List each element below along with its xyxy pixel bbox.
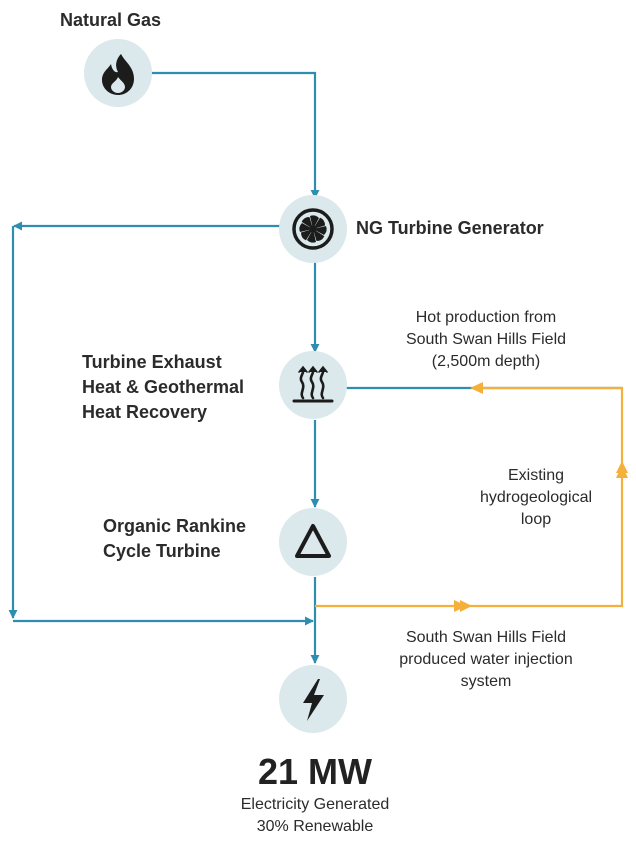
blue-flow-lines — [8, 71, 622, 664]
output-line-1: Electricity Generated — [240, 796, 390, 813]
output-line-2: 30% Renewable — [256, 818, 374, 835]
turbine-node — [279, 195, 347, 263]
lightning-bolt-icon — [303, 679, 324, 721]
heat-recovery-label: Turbine Exhaust Heat & Geothermal Heat R… — [82, 350, 244, 425]
turbine-label: NG Turbine Generator — [356, 218, 544, 238]
loop-return-flow — [472, 386, 628, 473]
loop-arrow-left — [470, 382, 483, 394]
orc-node — [279, 508, 347, 576]
injection-line-2: produced water injection — [399, 651, 573, 668]
injection-line-1: South Swan Hills Field — [405, 629, 567, 646]
heat-waves-icon — [292, 365, 334, 403]
gas-to-turbine-flow — [150, 71, 320, 199]
loop-line-3: loop — [520, 511, 552, 528]
flame-icon — [102, 54, 134, 95]
hot-production-line-3: (2,500m depth) — [431, 353, 541, 370]
injection-line-3: system — [460, 673, 512, 690]
heat-recovery-label-line-2: Heat & Geothermal — [82, 377, 245, 397]
orange-loop-lines — [315, 382, 628, 612]
loop-line-2: hydrogeological — [479, 489, 593, 506]
orc-label-line-1: Organic Rankine — [103, 516, 247, 536]
loop-annotation: Existing hydrogeological loop — [456, 465, 616, 531]
natural-gas-label: Natural Gas — [60, 10, 162, 30]
output-value: 21 MW — [257, 751, 372, 792]
loop-arrow-up — [616, 465, 628, 478]
loop-line-1: Existing — [507, 467, 565, 484]
natural-gas-node — [84, 39, 152, 107]
hot-production-annotation: Hot production from South Swan Hills Fie… — [376, 307, 596, 373]
hot-production-line-2: South Swan Hills Field — [405, 331, 567, 348]
heat-recovery-label-line-3: Heat Recovery — [82, 402, 208, 422]
heat-recovery-label-line-1: Turbine Exhaust — [82, 352, 222, 372]
orc-label-line-2: Cycle Turbine — [103, 541, 221, 561]
triangle-icon — [295, 524, 331, 558]
hot-production-line-1: Hot production from — [415, 309, 557, 326]
heat-recovery-node — [279, 351, 347, 419]
injection-annotation: South Swan Hills Field produced water in… — [376, 627, 596, 693]
orc-label: Organic Rankine Cycle Turbine — [103, 514, 246, 564]
turbine-fan-icon — [292, 208, 334, 250]
injection-arrow-right — [454, 600, 467, 612]
injection-to-loop-flow — [460, 467, 624, 612]
electricity-node — [279, 665, 347, 733]
